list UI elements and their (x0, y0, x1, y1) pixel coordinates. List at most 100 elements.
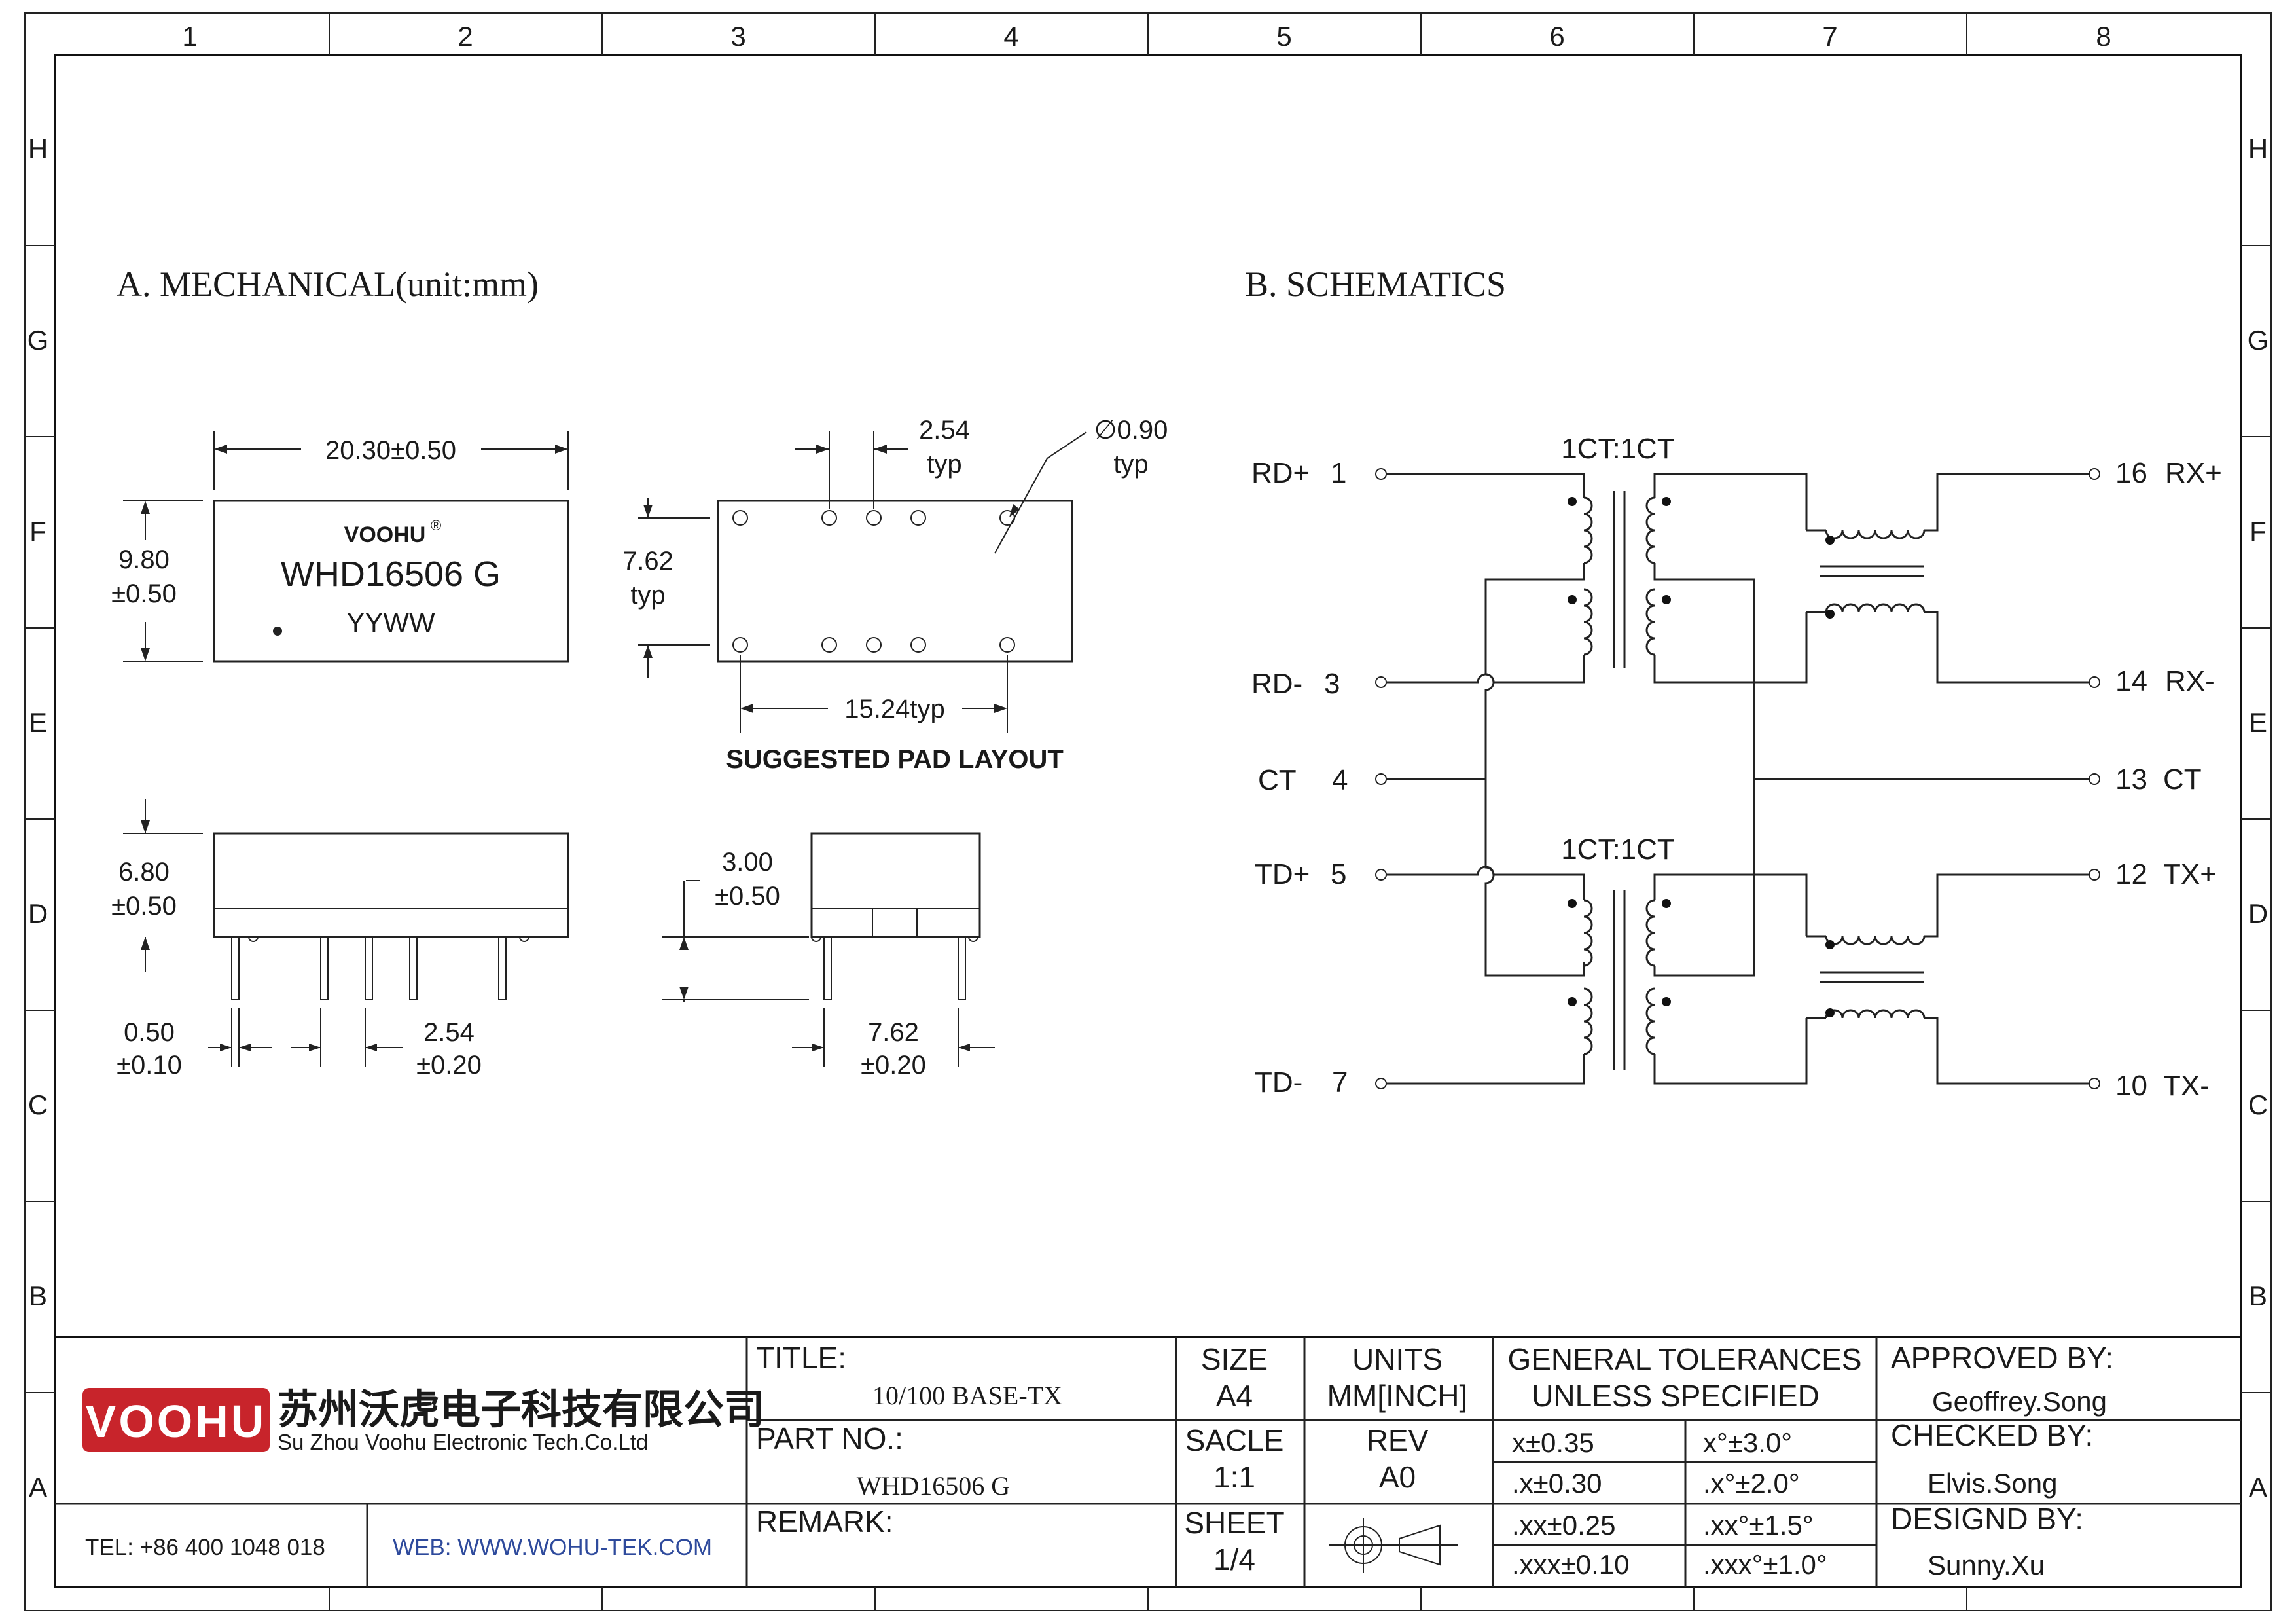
tolerance-angular: .xx°±1.5° (1703, 1510, 1814, 1541)
pin-name-rd-plus: RD+ (1251, 457, 1310, 489)
pin-pitch-dimension: 2.54 (423, 1018, 475, 1047)
row-label: C (2248, 1089, 2268, 1120)
tolerance-heading: GENERAL TOLERANCES (1507, 1342, 1861, 1376)
pin-num-14: 14 (2115, 665, 2147, 697)
col-label: 3 (730, 21, 745, 52)
transformer-bottom (1583, 890, 1655, 1070)
size-value: A4 (1216, 1379, 1253, 1413)
height-tolerance: ±0.50 (111, 579, 177, 608)
col-label: 7 (1822, 21, 1837, 52)
pad-pitch-dimension: 2.54 (919, 416, 970, 445)
title-value: 10/100 BASE-TX (872, 1381, 1062, 1410)
turns-ratio-bottom: 1CT:1CT (1561, 833, 1675, 866)
pin-name-tx-minus: TX- (2163, 1070, 2210, 1102)
title-block: VOOHU 苏州沃虎电子科技有限公司 Su Zhou Voohu Electro… (55, 1336, 2241, 1587)
pin-width-dimension: 0.50 (124, 1018, 175, 1047)
body-height-dimension: 6.80 (118, 858, 170, 886)
rev-value: A0 (1379, 1460, 1416, 1494)
tolerance-angular: x°±3.0° (1703, 1427, 1792, 1458)
registered-mark: ® (431, 517, 441, 534)
size-label: SIZE (1201, 1342, 1268, 1376)
approved-value: Geoffrey.Song (1932, 1386, 2107, 1417)
row-spacing-note: typ (630, 581, 665, 610)
date-code-marking: YYWW (346, 607, 435, 638)
sheet-value: 1/4 (1213, 1542, 1255, 1577)
lead-length-tolerance: ±0.50 (715, 882, 780, 911)
pin-num-1: 1 (1331, 457, 1346, 489)
row-label: G (27, 325, 49, 356)
telephone: TEL: +86 400 1048 018 (85, 1535, 325, 1560)
pin-num-12: 12 (2115, 858, 2147, 890)
col-label: 6 (1549, 21, 1564, 52)
tolerance-linear: .xxx±0.10 (1512, 1549, 1629, 1580)
row-spacing-dimension: 7.62 (622, 547, 673, 575)
col-label: 4 (1003, 21, 1018, 52)
sheet-label: SHEET (1184, 1506, 1284, 1540)
pin-width-tolerance: ±0.10 (117, 1051, 182, 1080)
pin-name-rx-plus: RX+ (2165, 457, 2222, 489)
row-label: A (2249, 1472, 2267, 1503)
row-spacing-dimension: 7.62 (868, 1018, 919, 1047)
pad-pitch-note: typ (927, 450, 961, 479)
height-dimension: 9.80 (118, 545, 170, 574)
row-label: C (28, 1089, 48, 1120)
pin-name-td-minus: TD- (1255, 1067, 1302, 1099)
row-label: B (2249, 1281, 2267, 1311)
pin-num-13: 13 (2115, 763, 2147, 795)
company-name-en: Su Zhou Voohu Electronic Tech.Co.Ltd (278, 1430, 648, 1454)
approved-label: APPROVED BY: (1891, 1341, 2113, 1375)
checked-label: CHECKED BY: (1891, 1418, 2093, 1452)
row-label: H (28, 134, 48, 164)
pin-name-tx-plus: TX+ (2163, 858, 2217, 890)
col-label: 2 (457, 21, 473, 52)
remark-label: REMARK: (756, 1504, 893, 1539)
pin-num-10: 10 (2115, 1070, 2147, 1102)
website: WEB: WWW.WOHU-TEK.COM (393, 1535, 712, 1560)
pad-layout-caption: SUGGESTED PAD LAYOUT (726, 745, 1064, 774)
row-label: D (2248, 898, 2268, 929)
units-label: UNITS (1352, 1342, 1443, 1376)
width-dimension: 20.30±0.50 (325, 436, 456, 465)
col-label: 1 (182, 21, 197, 52)
col-label: 8 (2096, 21, 2111, 52)
hole-dimension: ∅0.90 (1094, 416, 1168, 445)
pin-name-rx-minus: RX- (2165, 665, 2215, 697)
turns-ratio-top: 1CT:1CT (1561, 433, 1675, 465)
pin1-dot (273, 627, 282, 636)
company-logo (82, 1388, 270, 1452)
pin-name-td-plus: TD+ (1255, 858, 1310, 890)
body-height-tolerance: ±0.50 (111, 892, 177, 921)
tolerance-angular: .x°±2.0° (1703, 1468, 1800, 1499)
brand-marking: VOOHU (344, 522, 426, 547)
designed-label: DESIGND BY: (1891, 1502, 2083, 1536)
pin-num-7: 7 (1332, 1067, 1348, 1099)
row-label: A (29, 1472, 47, 1503)
pin-name-ct-left: CT (1258, 764, 1297, 796)
checked-value: Elvis.Song (1928, 1468, 2057, 1499)
side-view: 6.80 ±0.50 0.50 ±0.10 2.54 ±0.20 (111, 799, 569, 1080)
rev-label: REV (1367, 1423, 1429, 1457)
part-marking: WHD16506 G (281, 555, 501, 594)
row-label: D (28, 898, 48, 929)
row-label: G (2248, 325, 2269, 356)
part-value: WHD16506 G (857, 1471, 1010, 1501)
tolerance-linear: .xx±0.25 (1512, 1510, 1615, 1541)
pin-num-4: 4 (1332, 764, 1348, 796)
pin-num-3: 3 (1324, 668, 1340, 700)
pad-layout-view: 2.54 typ ∅0.90 typ 7.62 typ 15.24typ SUG… (622, 416, 1168, 774)
hole-note: typ (1113, 450, 1148, 479)
top-view: 20.30±0.50 9.80 ±0.50 VOOHU ® WHD16506 G… (111, 431, 569, 663)
row-label: E (29, 707, 47, 738)
company-name-cn: 苏州沃虎电子科技有限公司 (278, 1387, 764, 1432)
scale-label: SACLE (1185, 1423, 1284, 1457)
designed-value: Sunny.Xu (1928, 1550, 2045, 1580)
mechanical-heading: A. MECHANICAL(unit:mm) (117, 264, 539, 304)
units-value: MM[INCH] (1327, 1379, 1468, 1413)
tolerance-linear: x±0.35 (1512, 1427, 1594, 1458)
projection-symbol-icon (1329, 1518, 1458, 1573)
tolerance-linear: .x±0.30 (1512, 1468, 1602, 1499)
pin-num-5: 5 (1331, 858, 1346, 890)
lead-length-dimension: 3.00 (722, 848, 773, 877)
logo-text: VOOHU (86, 1396, 267, 1447)
col-label: 5 (1276, 21, 1291, 52)
